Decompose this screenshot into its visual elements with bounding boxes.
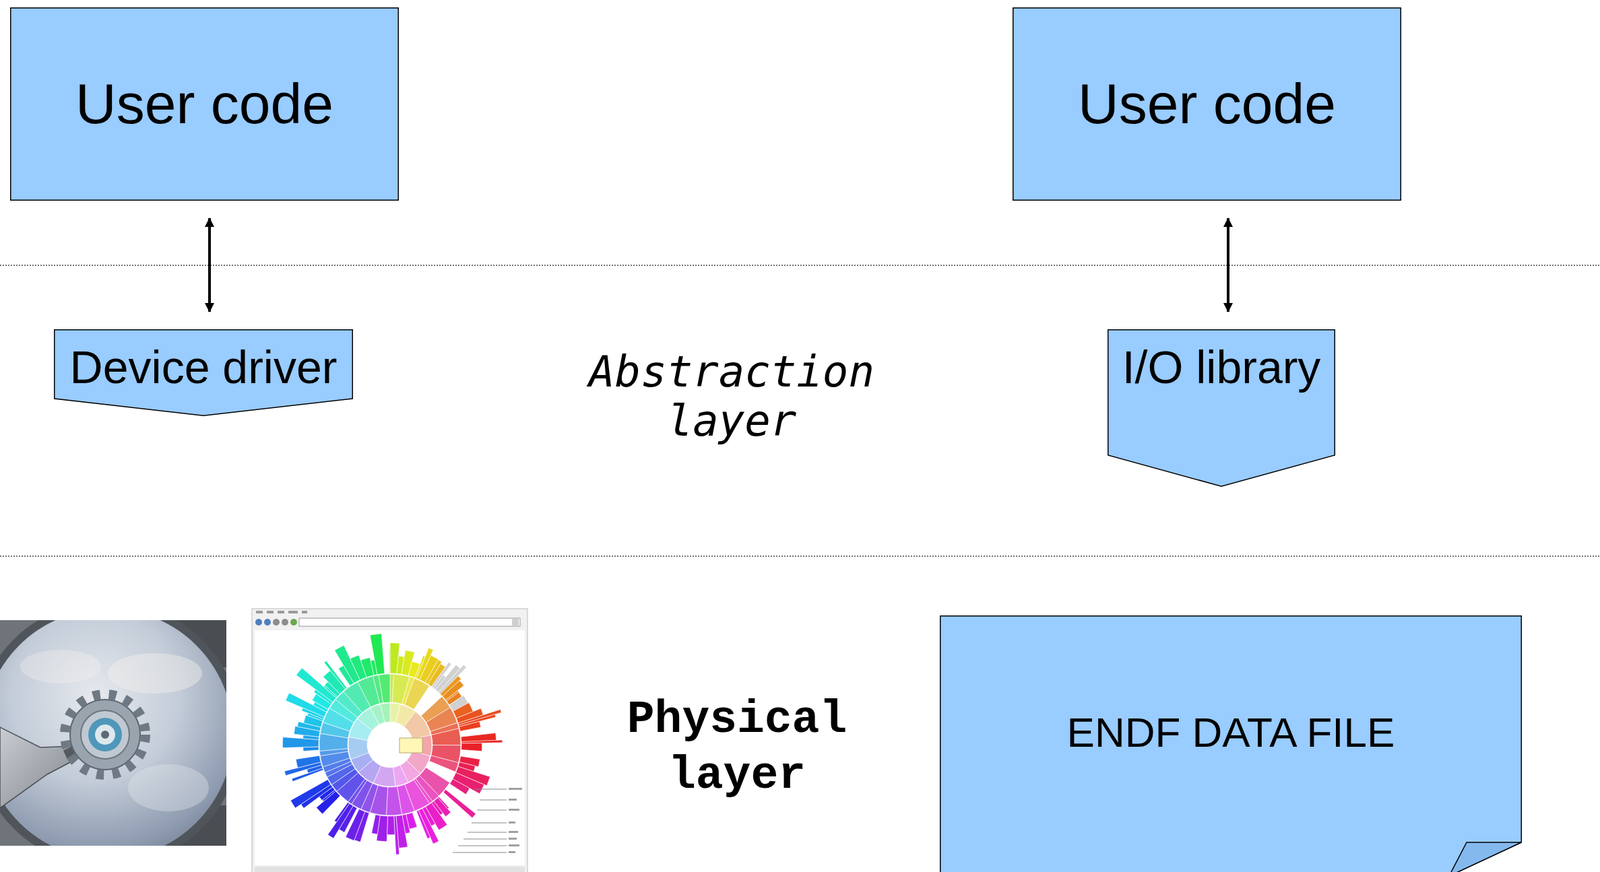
toolbar-icon <box>255 619 263 626</box>
code-box: User code <box>1012 7 1402 201</box>
sunburst-segment <box>380 703 391 723</box>
text-block: ENDF DATA FILE <box>939 708 1522 757</box>
spindle-center <box>94 724 116 746</box>
sunburst-segment <box>387 816 396 836</box>
toolbar-icon <box>272 619 280 626</box>
sunburst-segment <box>389 650 391 674</box>
banner-outline <box>1108 330 1336 488</box>
toolbar-icon <box>264 619 271 626</box>
toolbar-icon <box>290 619 298 626</box>
sunburst-segment <box>290 780 331 809</box>
text-block: I/O library <box>1107 340 1336 394</box>
toolbar-icon <box>281 619 289 626</box>
chart-leader-lines <box>452 789 507 853</box>
menu-item <box>277 611 285 614</box>
code-box: User code <box>10 7 399 201</box>
sunburst-segment <box>371 815 381 835</box>
sunburst-segment <box>416 810 431 839</box>
sunburst-segment <box>378 674 391 704</box>
sunburst-segment <box>334 803 349 823</box>
menu-item <box>256 611 263 614</box>
toolbar-icon <box>512 619 519 626</box>
sunburst-segment <box>450 779 470 795</box>
hard-disk-photo <box>0 600 242 868</box>
sunburst-segment <box>386 786 402 816</box>
banner-outline <box>54 330 354 417</box>
sunburst-segment <box>369 633 385 676</box>
box-label: User code <box>10 71 399 137</box>
sunburst-segment <box>392 765 409 787</box>
window-frame <box>251 609 528 872</box>
sunburst-segment <box>295 755 321 768</box>
sunburst-segment <box>348 737 369 760</box>
menu-item <box>288 611 298 614</box>
sunburst-segment <box>431 728 461 746</box>
actuator-arm <box>0 727 76 809</box>
driver-banner: Device driver <box>53 329 354 417</box>
sunburst-chart <box>282 633 502 855</box>
sunburst-segment <box>429 755 459 773</box>
layer-divider <box>0 555 1600 558</box>
library-banner: I/O library <box>1107 329 1336 488</box>
disk-platter <box>0 620 227 847</box>
sunburst-segment <box>459 721 482 732</box>
chart-tooltip <box>399 738 423 754</box>
spindle-gear <box>64 694 146 776</box>
box-label: Device driver <box>53 340 354 394</box>
spindle-center <box>88 718 122 752</box>
sunburst-segment <box>418 809 439 845</box>
status-bar <box>254 867 525 872</box>
menu-item <box>301 611 308 614</box>
box-label: User code <box>1012 71 1402 137</box>
sunburst-segment <box>394 816 400 856</box>
sunburst-segment <box>303 747 319 752</box>
spindle-ring <box>80 710 130 760</box>
folded-corner <box>1449 842 1522 872</box>
platter-reflection <box>107 653 203 694</box>
layer-label: Physical layer <box>592 692 882 805</box>
chart-leader-marks <box>508 788 523 854</box>
double-arrow <box>1226 218 1230 312</box>
address-bar <box>299 618 521 627</box>
box-label: ENDF DATA FILE <box>939 708 1522 757</box>
menu-item <box>266 611 274 614</box>
sunburst-segment <box>328 803 354 839</box>
layer-divider <box>0 264 1600 267</box>
box-label: I/O library <box>1107 340 1336 394</box>
platter-reflection <box>128 764 209 812</box>
text-block: User code <box>1012 71 1402 137</box>
text-block: Device driver <box>53 340 354 394</box>
box-outline <box>1013 8 1402 201</box>
sunburst-segment <box>461 743 483 752</box>
note-outline <box>940 616 1522 872</box>
platter-rim <box>0 620 227 847</box>
box-outline <box>10 8 399 201</box>
layer-label: Abstraction layer <box>573 347 890 446</box>
disk-usage-screenshot <box>251 609 528 872</box>
chart-area <box>254 630 525 866</box>
spindle-hub <box>70 699 141 771</box>
double-arrow <box>208 218 211 312</box>
spindle-hole <box>101 730 110 740</box>
platter-reflection <box>20 650 102 684</box>
text-block: User code <box>10 71 399 137</box>
data-file-note: ENDF DATA FILE <box>939 615 1522 872</box>
